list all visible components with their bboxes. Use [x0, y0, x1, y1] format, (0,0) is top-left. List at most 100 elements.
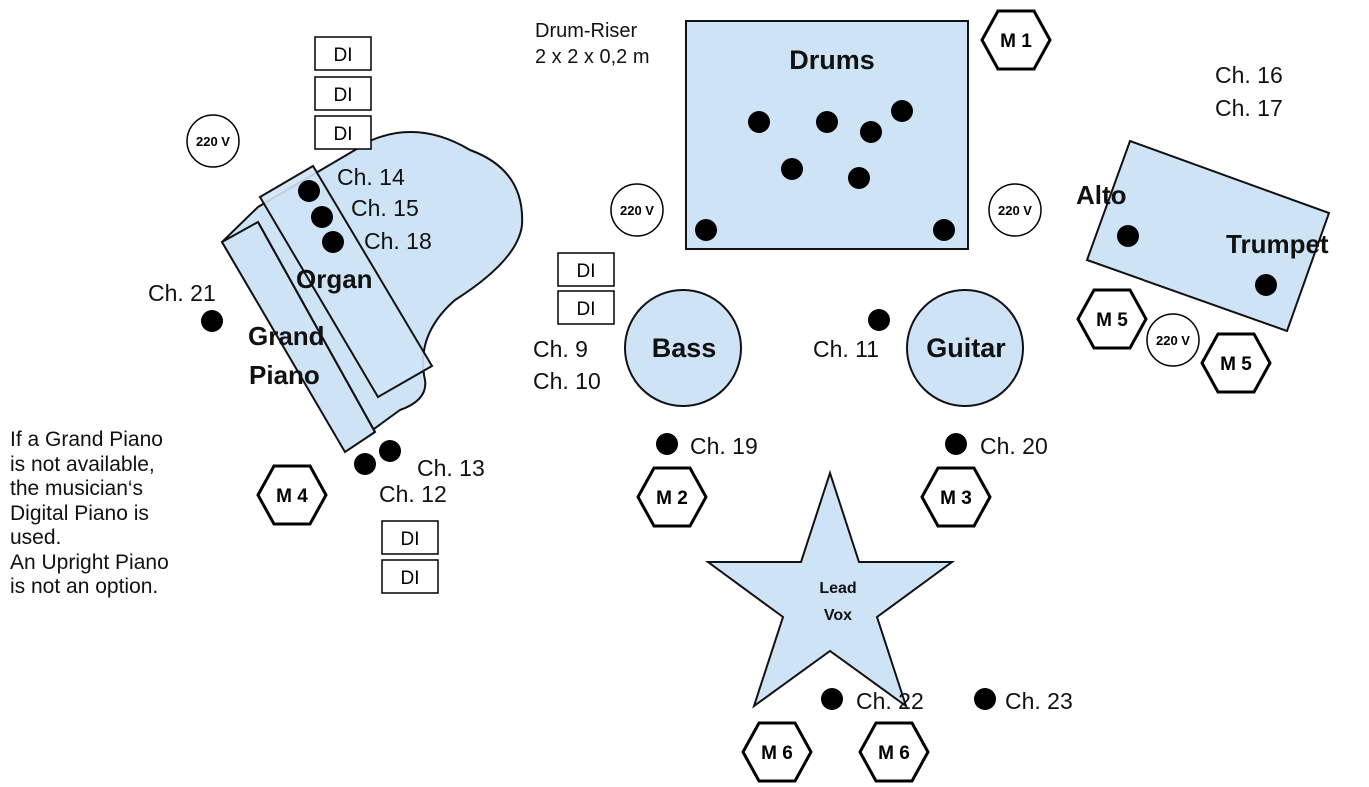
mic-point	[781, 158, 803, 180]
mic-point	[298, 180, 320, 202]
lead-vox-star	[704, 469, 956, 709]
di-box-label: DI	[334, 124, 353, 145]
grand-piano-label-line2: Piano	[249, 360, 320, 390]
organ-label: Organ	[296, 264, 373, 294]
note-line: is not an option.	[10, 575, 159, 598]
note-line: the musician‘s	[10, 477, 144, 500]
di-box: DI	[314, 115, 372, 150]
monitor-m2: M 2	[636, 466, 708, 528]
power-outlet-label: 220 V	[196, 134, 230, 149]
mic-point	[860, 121, 882, 143]
mic-point	[974, 688, 996, 710]
channel-label-14: Ch. 14	[337, 164, 405, 190]
di-box-label: DI	[577, 299, 596, 320]
monitor-m6-left: M 6	[741, 721, 813, 783]
alto-label: Alto	[1076, 180, 1127, 210]
mic-point	[322, 231, 344, 253]
drum-mics	[695, 100, 955, 241]
piano-availability-note: If a Grand Piano is not available, the m…	[10, 428, 240, 600]
note-line: If a Grand Piano	[10, 428, 163, 451]
mic-point	[945, 433, 967, 455]
di-box-label: DI	[334, 45, 353, 66]
di-box: DI	[314, 76, 372, 111]
mic-point	[201, 310, 223, 332]
power-outlet-label: 220 V	[620, 203, 654, 218]
monitor-m3-label: M 3	[940, 488, 972, 509]
channel-label-10: Ch. 10	[533, 368, 601, 394]
grand-piano-label-line1: Grand	[248, 321, 325, 351]
channel-label-19: Ch. 19	[690, 433, 758, 459]
monitor-m1-label: M 1	[1000, 31, 1032, 52]
channel-label-15: Ch. 15	[351, 195, 419, 221]
monitor-m5-left: M 5	[1076, 288, 1148, 350]
monitor-m6-right: M 6	[858, 721, 930, 783]
mic-point	[695, 219, 717, 241]
guitar-amp	[906, 289, 1024, 407]
power-outlet: 220 V	[610, 183, 664, 237]
di-box-label: DI	[577, 261, 596, 282]
channel-label-12: Ch. 12	[379, 481, 447, 507]
power-outlet-label: 220 V	[1156, 333, 1190, 348]
monitor-m6-label: M 6	[878, 743, 910, 764]
mic-point	[656, 433, 678, 455]
di-box-label: DI	[401, 568, 420, 589]
note-line: used.	[10, 526, 62, 549]
mic-point	[379, 440, 401, 462]
channel-label-11: Ch. 11	[813, 336, 879, 362]
monitor-m6-label: M 6	[761, 743, 793, 764]
monitor-m5-label: M 5	[1220, 354, 1252, 375]
guitar-label: Guitar	[926, 333, 1006, 363]
mic-point	[1255, 274, 1277, 296]
note-line: An Upright Piano	[10, 550, 169, 574]
mic-point	[311, 206, 333, 228]
monitor-m3: M 3	[920, 466, 992, 528]
monitor-m1: M 1	[980, 9, 1052, 71]
power-outlet: 220 V	[186, 114, 240, 168]
mic-point	[748, 111, 770, 133]
bass-amp	[624, 289, 742, 407]
di-box: DI	[314, 36, 372, 71]
channel-label-13: Ch. 13	[417, 455, 485, 481]
drum-riser	[685, 20, 969, 250]
drums-label: Drums	[789, 45, 875, 75]
organ	[258, 164, 434, 399]
note-line: is not available,	[10, 452, 155, 476]
lead-vox-label-line2: Vox	[824, 607, 852, 624]
riser-label-line2: 2 x 2 x 0,2 m	[535, 46, 650, 68]
di-box: DI	[557, 252, 615, 287]
channel-label-18: Ch. 18	[364, 228, 432, 254]
di-box: DI	[557, 290, 615, 325]
channel-label-17: Ch. 17	[1215, 95, 1283, 121]
bass-label: Bass	[652, 333, 717, 363]
mic-point	[821, 688, 843, 710]
monitor-m2-label: M 2	[656, 488, 688, 509]
mic-point	[1117, 225, 1139, 247]
mic-point	[354, 453, 376, 475]
mic-point	[868, 309, 890, 331]
riser-label-line1: Drum-Riser	[535, 20, 638, 42]
monitor-m4-label: M 4	[276, 486, 308, 507]
channel-label-16: Ch. 16	[1215, 62, 1283, 88]
channel-label-21: Ch. 21	[148, 280, 216, 306]
di-box: DI	[381, 520, 439, 555]
power-outlet-label: 220 V	[998, 203, 1032, 218]
channel-label-9: Ch. 9	[533, 336, 588, 362]
monitor-m5-right: M 5	[1200, 332, 1272, 394]
mic-point	[816, 111, 838, 133]
channel-label-22: Ch. 22	[856, 688, 924, 714]
mic-point	[933, 219, 955, 241]
trumpet-label: Trumpet	[1226, 229, 1329, 259]
mic-point	[848, 167, 870, 189]
mic-point	[891, 100, 913, 122]
lead-vox-label-line1: Lead	[819, 580, 856, 597]
channel-label-23: Ch. 23	[1005, 688, 1073, 714]
di-box-label: DI	[401, 529, 420, 550]
di-box: DI	[381, 559, 439, 594]
channel-label-20: Ch. 20	[980, 433, 1048, 459]
monitor-m5-label: M 5	[1096, 310, 1128, 331]
di-box-label: DI	[334, 85, 353, 106]
note-line: Digital Piano is	[10, 501, 149, 525]
power-outlet: 220 V	[988, 183, 1042, 237]
power-outlet: 220 V	[1146, 313, 1200, 367]
